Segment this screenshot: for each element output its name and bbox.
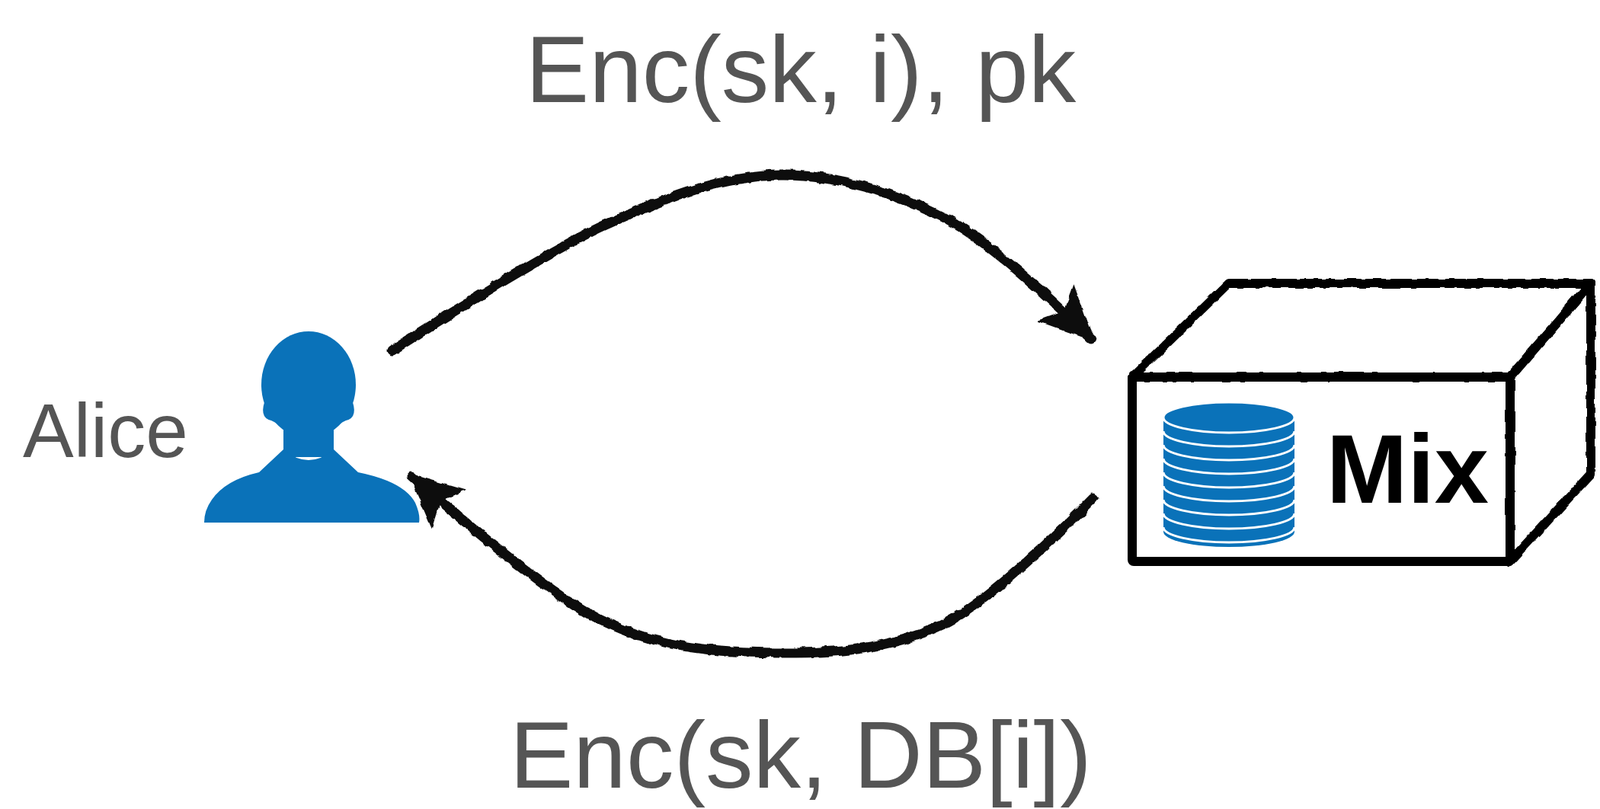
box-3d-faces <box>1132 283 1591 562</box>
actor-node: Alice <box>22 335 420 526</box>
person-neck <box>262 396 355 458</box>
database-body <box>1163 417 1295 532</box>
mix-box: Mix <box>1127 372 1515 567</box>
box-side-face <box>1510 283 1591 562</box>
sketch-arrow <box>392 175 1092 351</box>
sketch-arrow <box>411 476 1094 653</box>
message-label: Enc(sk, i), pk <box>525 16 1076 122</box>
message-label: Enc(sk, DB[i]) <box>509 702 1092 808</box>
box-label: Mix <box>1326 416 1489 524</box>
database-bottom <box>1163 516 1295 548</box>
person-icon <box>204 331 420 523</box>
database-icon <box>1163 402 1295 548</box>
database-top <box>1163 402 1295 433</box>
person-shoulders <box>204 449 420 523</box>
actor-name: Alice <box>22 388 189 473</box>
